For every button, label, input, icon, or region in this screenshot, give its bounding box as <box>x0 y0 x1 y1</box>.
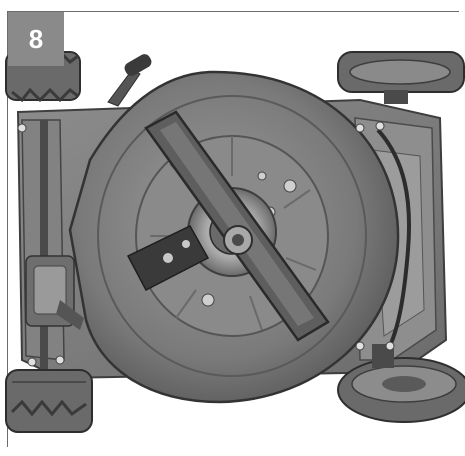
frame-bolts <box>17 121 395 367</box>
height-adjust-lever <box>107 54 152 107</box>
throttle-cable <box>376 128 412 351</box>
step-number: 8 <box>28 23 44 54</box>
front-right-wheel <box>337 51 465 104</box>
blade-adapter-bracket <box>126 225 210 292</box>
frame-left-line <box>7 11 8 447</box>
rear-left-wheel <box>5 369 93 433</box>
left-axle-assembly <box>25 120 84 380</box>
frame-top-line <box>7 11 459 12</box>
mower-blade <box>144 110 330 342</box>
step-number-badge: 8 <box>8 12 64 66</box>
